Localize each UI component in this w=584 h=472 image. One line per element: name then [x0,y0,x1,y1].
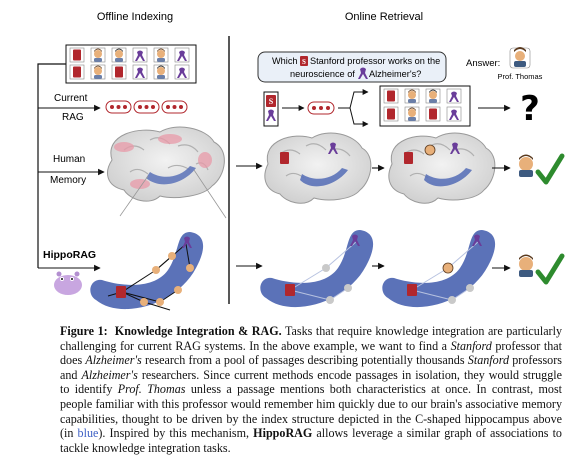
query-box: Which S Stanford professor works on the … [257,51,447,83]
caption-alzheimers-2: Alzheimer's [81,367,138,382]
caption-text-8: allows [316,426,348,441]
caption-text-4: professors and [60,353,562,382]
passage-icon [69,47,85,63]
passage-icon [153,47,169,63]
retrieved-passage-icon [425,88,441,104]
hippocampus-graph-offline [90,232,204,311]
row-label-human: Human [53,154,85,165]
figure-1: Offline Indexing Online Retrieval Which … [37,11,565,311]
svg-text:S: S [302,58,306,66]
check-icon-row2 [535,153,565,185]
hippocampus-online-1 [260,230,374,308]
offline-indexing-title: Offline Indexing [97,11,173,23]
retrieved-passage-icon [425,106,441,122]
embedding-vectors-offline [105,100,188,114]
hippocampus-online-2 [382,230,496,308]
passage-icon [69,64,85,80]
retrieved-passage-icon [404,106,420,122]
passage-icon [111,64,127,80]
prof-thomas-avatar [509,47,531,69]
row-label-hipporag: HippoRAG [43,249,96,261]
passage-icon [132,47,148,63]
caption-text-6: unless a passage mentions both character… [60,382,563,441]
row-label-rag: RAG [62,112,84,123]
query-text-1-pre: Which [272,56,298,66]
caption-text-1: Tasks that require knowledge integration… [60,324,562,353]
passage-icon [132,64,148,80]
row-label-current: Current [54,93,88,104]
retrieved-passage-icon [446,88,462,104]
query-text-1-post: Stanford professor works on the [310,56,440,66]
caption-stanford: Stanford [450,338,492,353]
retrieved-passage-icon [383,88,399,104]
caption-text-5: researchers. Since current methods encod… [60,367,562,397]
online-retrieval-title: Online Retrieval [345,11,423,23]
alzheimers-ribbon-icon [358,67,368,79]
passage-icon [174,47,190,63]
left-bracket [37,63,66,268]
brain-offline [107,126,227,219]
passage-icon [90,47,106,63]
figure-caption: Figure 1: Knowledge Integration & RAG. T… [60,324,562,455]
prof-thomas-avatar-row2 [519,154,533,177]
passage-grid-offline [65,44,197,84]
caption-stanford-2: Stanford [467,353,509,368]
caption-blue: blue [77,426,99,441]
caption-label: Figure 1: [60,324,108,338]
caption-prof-thomas: Prof. Thomas [117,382,186,397]
hippo-mascot-icon [54,271,82,295]
answer-label: Answer: [466,58,500,69]
retrieved-passage-icon [446,106,462,122]
passage-icon [111,47,127,63]
caption-hipporag: HippoRAG [253,426,313,441]
row-label-memory: Memory [50,175,86,186]
caption-title: Knowledge Integration & RAG. [114,324,282,338]
query-text-2-post: Alzheimer's? [369,69,421,79]
passage-icon [90,64,106,80]
passage-icon [174,64,190,80]
brain-online-2 [388,132,496,204]
caption-text-7: ). Inspired by this mechanism, [98,426,250,441]
retrieved-passage-icon [404,88,420,104]
answer-name: Prof. Thomas [498,72,543,81]
stanford-icon: S [300,56,308,66]
brain-online-1 [264,132,372,204]
caption-text-9: leverage a similar graph of associations… [60,426,562,455]
caption-text-2: professor that does [60,338,562,368]
query-text-2-pre: neuroscience of [290,69,355,79]
online-current-rag-row: S ? [263,85,540,129]
passage-icon [153,64,169,80]
check-icon-row3 [535,253,565,285]
query-entity-icons: S [263,91,279,127]
caption-alzheimers: Alzheimer's [85,353,142,368]
retrieved-passage-icon [383,106,399,122]
retrieved-passages-grid [379,85,471,127]
question-mark-icon: ? [520,89,540,129]
prof-thomas-avatar-row3 [519,254,533,277]
svg-text:S: S [269,97,274,106]
caption-text-3: research from a pool of passages describ… [145,353,465,368]
